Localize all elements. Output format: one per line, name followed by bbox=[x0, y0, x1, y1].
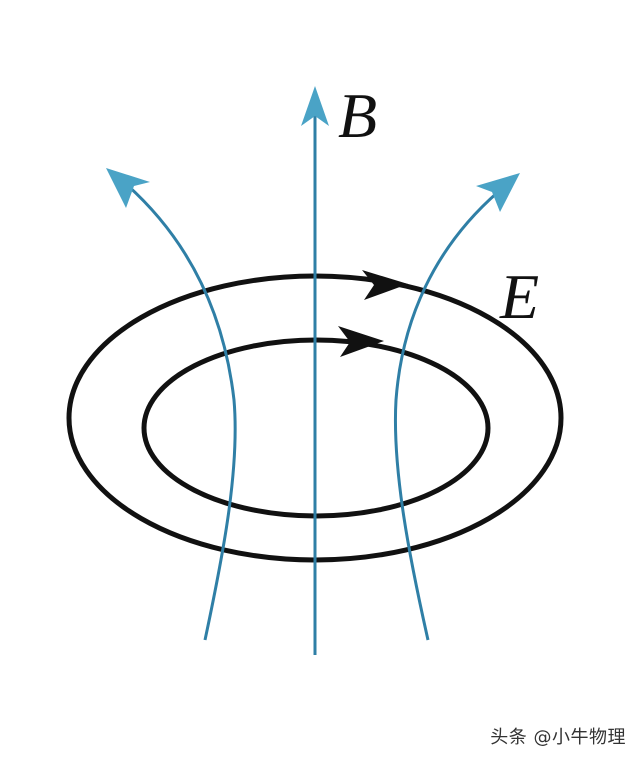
inner-ring-direction-arrow bbox=[338, 326, 384, 357]
left-field-arrowhead bbox=[106, 168, 150, 208]
magnetic-field-label: B bbox=[338, 80, 377, 151]
electric-field-label: E bbox=[499, 261, 539, 332]
right-field-arrowhead bbox=[476, 173, 520, 212]
source-watermark: 头条 @小牛物理 bbox=[490, 727, 626, 748]
central-field-arrowhead bbox=[301, 86, 329, 126]
outer-ring-direction-arrow bbox=[362, 270, 408, 300]
left-magnetic-field-line bbox=[125, 182, 237, 641]
right-magnetic-field-line bbox=[393, 190, 499, 641]
